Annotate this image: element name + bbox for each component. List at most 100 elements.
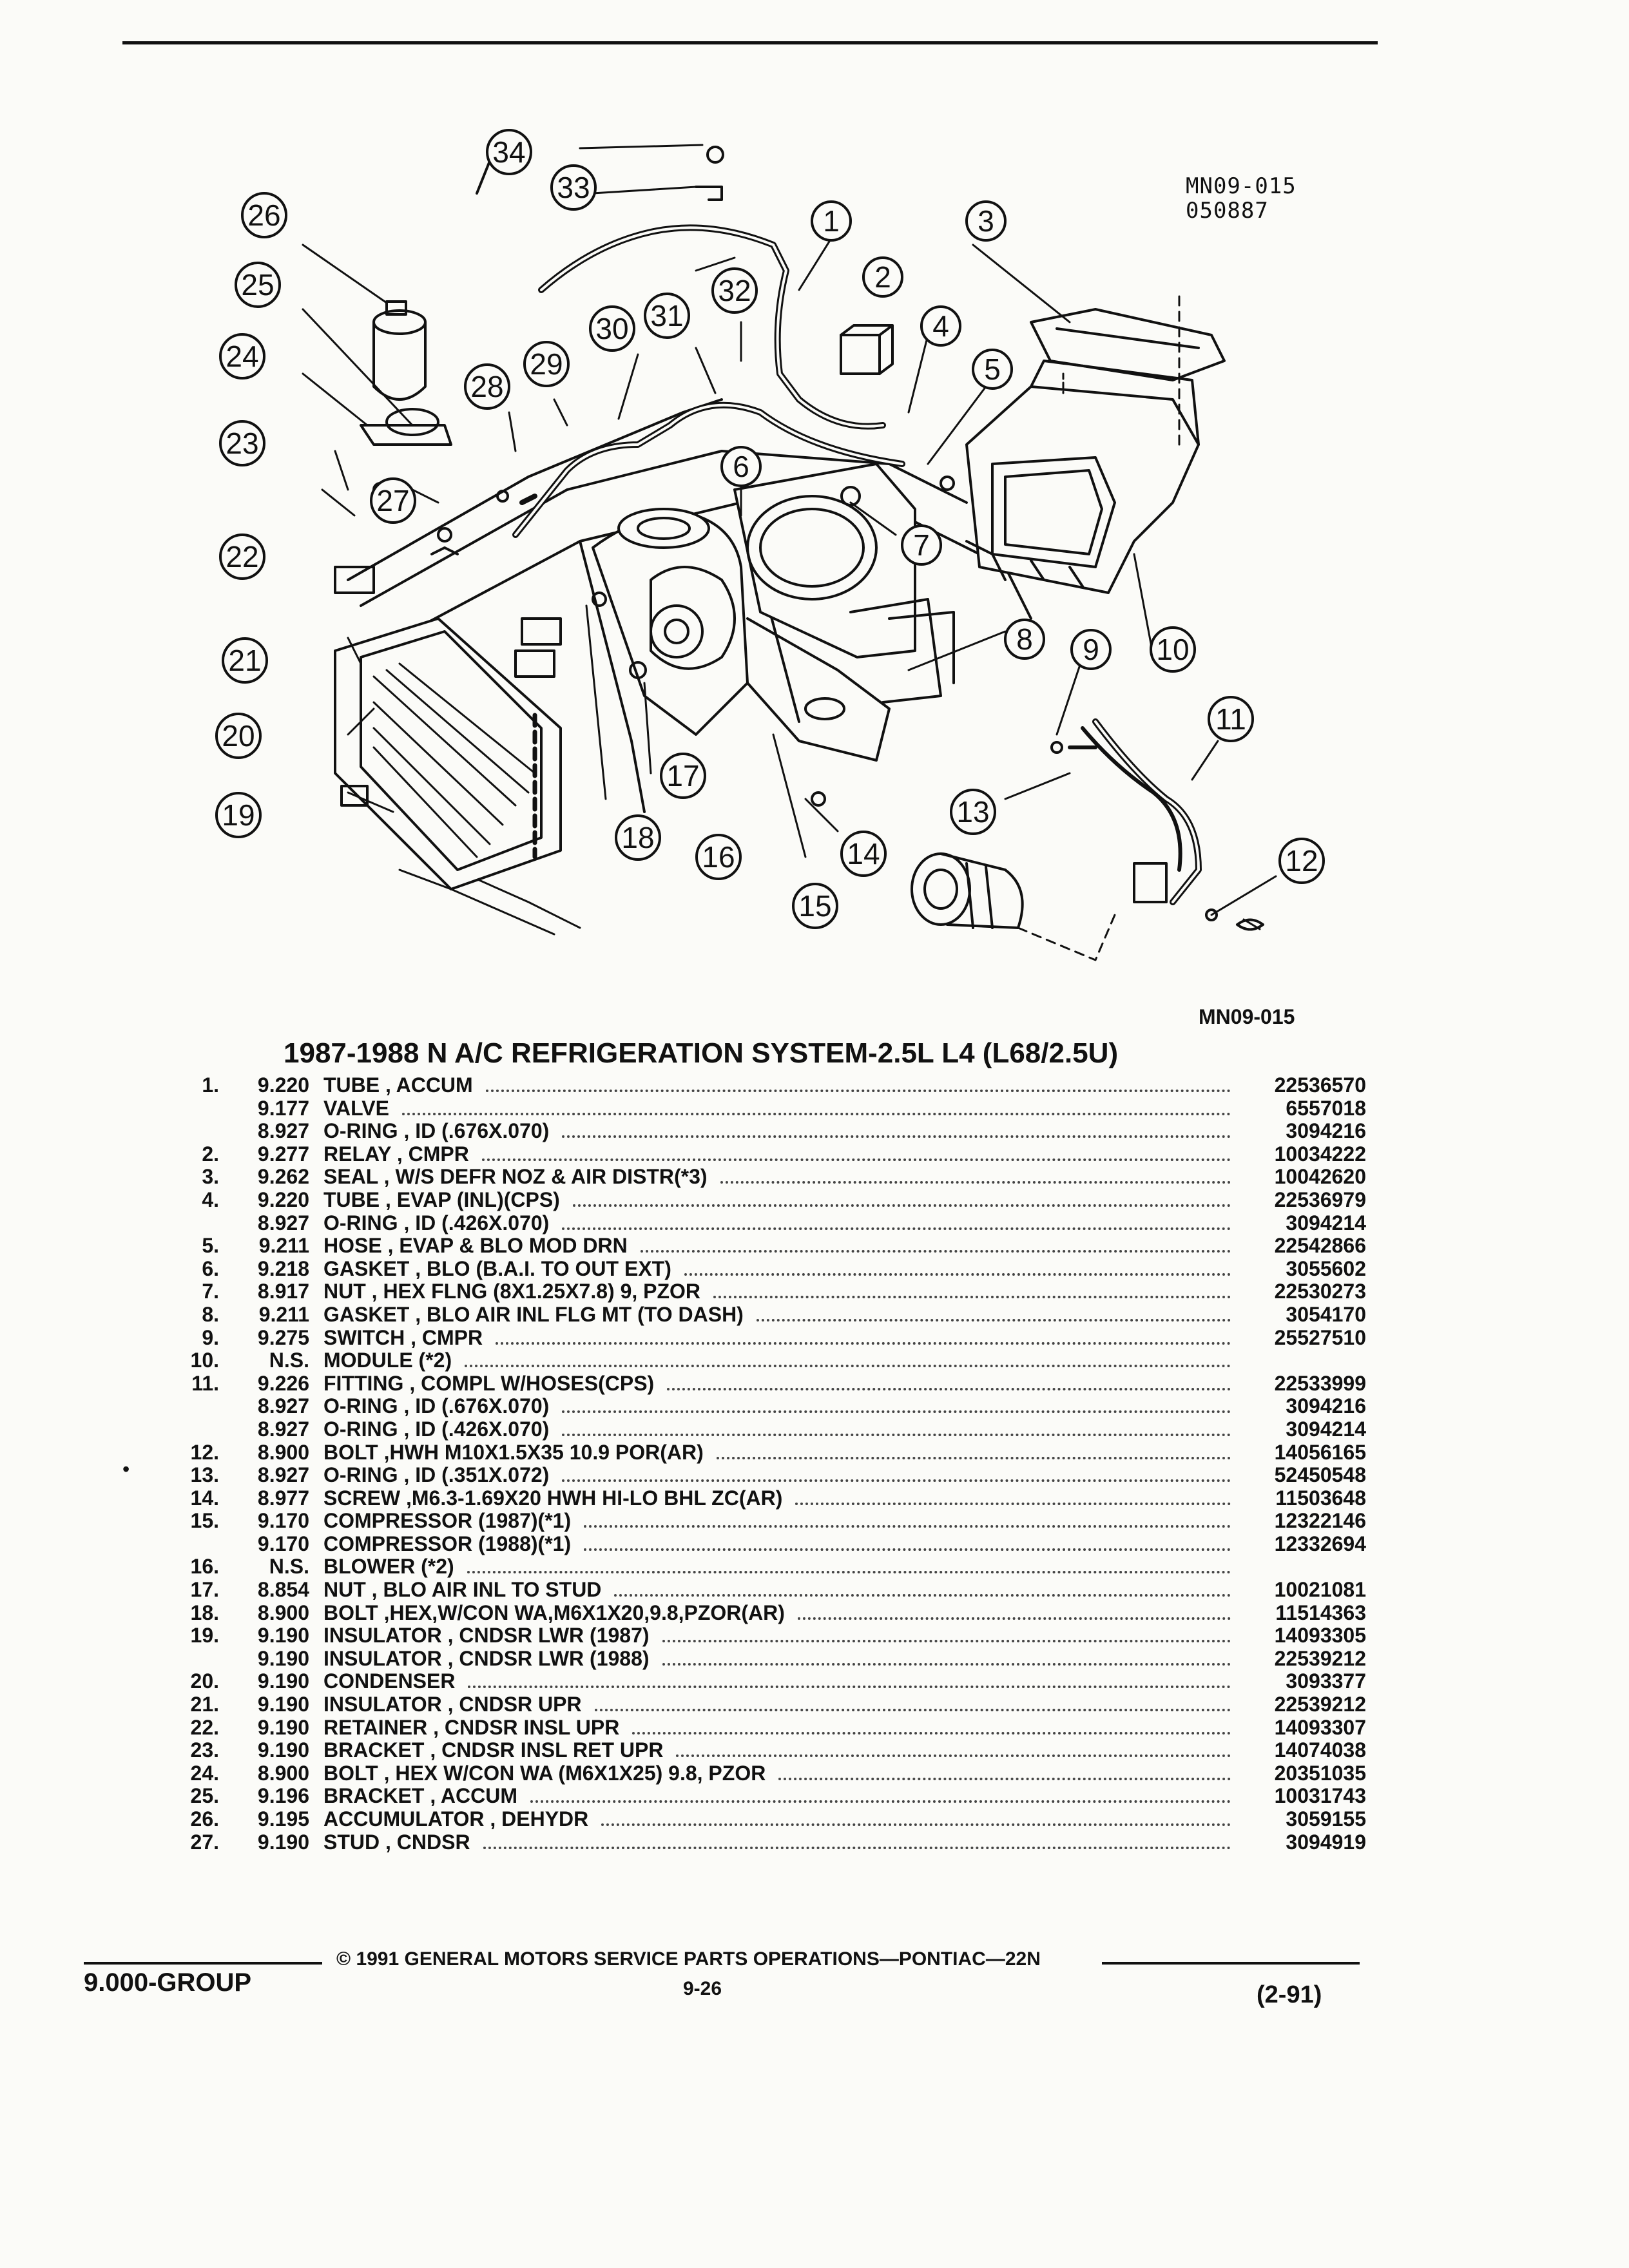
item-number: 25. [190,1784,219,1808]
leader-dots [756,1318,1231,1321]
leader-dots [401,1112,1231,1115]
parts-row: 27. 9.190 STUD , CNDSR 3094919 [168,1831,1366,1854]
leader-dots [667,1387,1231,1390]
item-number: 16. [190,1555,219,1579]
part-number: 3094214 [1286,1417,1366,1441]
part-number: 22536979 [1274,1187,1366,1211]
leader-dots [530,1800,1231,1803]
leader-dots [795,1502,1231,1505]
group-number: 8.927 [257,1211,309,1235]
part-number: 3094216 [1286,1394,1366,1418]
compressor-shape [911,852,1024,929]
svg-text:17: 17 [666,759,699,793]
svg-text:1: 1 [823,204,840,238]
part-number: 22536570 [1274,1073,1366,1097]
group-number: 9.262 [257,1165,309,1189]
svg-text:30: 30 [595,312,628,345]
part-description: SEAL , W/S DEFR NOZ & AIR DISTR(*3) [323,1165,708,1189]
leader-dots [465,1365,1231,1368]
group-number: N.S. [269,1349,309,1372]
item-number: 10. [190,1349,219,1372]
leader-dots [467,1571,1231,1574]
item-number: 9. [202,1325,219,1349]
callout-3: 3 [965,200,1007,242]
footer-rule-left [84,1962,322,1965]
group-number: 9.211 [258,1302,309,1326]
item-number: 26. [190,1807,219,1831]
item-number: 20. [190,1669,219,1693]
svg-text:5: 5 [984,352,1001,386]
condenser-shape [334,617,562,890]
part-number: 10042620 [1274,1165,1366,1189]
module-shape [965,360,1200,594]
item-number: 7. [202,1280,219,1303]
part-number: 11514363 [1275,1600,1366,1624]
callout-8: 8 [1004,619,1045,660]
item-number: 5. [202,1234,219,1258]
callout-16: 16 [695,834,742,880]
callout-18: 18 [615,814,661,861]
leader-dots [640,1250,1231,1253]
group-number: 9.275 [257,1325,309,1349]
svg-text:27: 27 [376,484,409,517]
part-description: TUBE , EVAP (INL)(CPS) [323,1187,560,1211]
svg-text:16: 16 [702,840,735,874]
item-number: 17. [190,1578,219,1602]
figure-date-code: 050887 [1186,198,1269,224]
part-description: ACCUMULATOR , DEHYDR [323,1807,589,1831]
leader-dots [572,1204,1231,1207]
callout-19: 19 [215,792,262,838]
footer-date: (2-91) [1257,1981,1322,2008]
leader-dots [662,1662,1231,1666]
item-number: 27. [190,1830,219,1854]
leader-dots [485,1090,1231,1092]
callout-21: 21 [222,637,268,684]
group-number: 8.917 [257,1280,309,1303]
part-description: STUD , CNDSR [323,1830,470,1854]
insulator-lwr-shape [340,785,369,807]
group-number: 8.900 [257,1440,309,1464]
callout-26: 26 [241,192,287,238]
group-number: 9.170 [257,1509,309,1533]
callout-13: 13 [950,789,996,835]
svg-text:33: 33 [557,171,590,204]
leader-dots [716,1456,1231,1459]
callout-33: 33 [550,164,597,211]
callout-20: 20 [215,713,262,759]
group-number: 8.927 [257,1119,309,1143]
footer-group: 9.000-GROUP [84,1968,252,1997]
item-number: 8. [202,1302,219,1326]
item-number: 13. [190,1463,219,1487]
callout-2: 2 [862,256,903,298]
group-number: 8.927 [257,1394,309,1418]
item-number: 19. [190,1624,219,1648]
group-number: 9.190 [257,1830,309,1854]
callout-1: 1 [811,200,852,242]
exploded-diagram: 1 2 3 4 5 6 7 8 9 10 11 12 13 14 15 16 1… [215,129,1325,961]
callout-30: 30 [589,305,635,352]
item-number: 22. [190,1715,219,1739]
svg-text:26: 26 [247,198,280,232]
leader-dots [676,1754,1231,1758]
svg-text:11: 11 [1215,702,1246,736]
callout-15: 15 [792,883,838,929]
leader-dots [562,1433,1231,1436]
group-number: 8.927 [257,1417,309,1441]
svg-text:25: 25 [241,268,274,302]
part-number: 22542866 [1274,1234,1366,1258]
item-number: 6. [202,1256,219,1280]
leader-dots [562,1135,1231,1139]
part-number: 3094919 [1286,1830,1366,1854]
group-number: 9.190 [257,1693,309,1716]
